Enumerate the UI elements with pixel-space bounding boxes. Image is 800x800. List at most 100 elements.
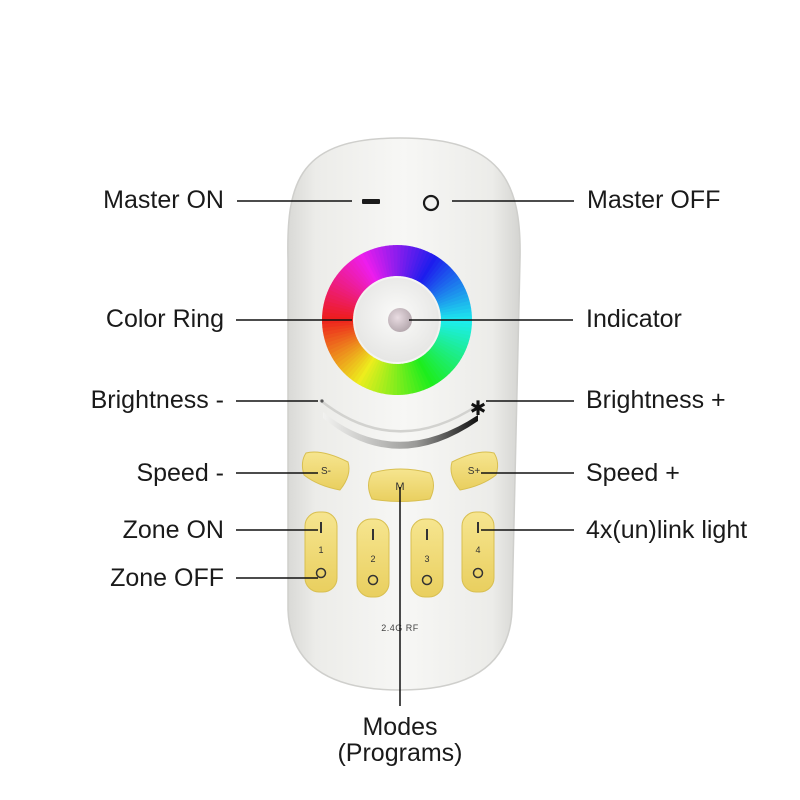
color-ring-segment[interactable] [408, 361, 421, 393]
color-ring-segment[interactable] [322, 315, 354, 320]
color-ring-segment[interactable] [355, 356, 375, 385]
color-ring-segment[interactable] [397, 245, 402, 277]
zone-button-1[interactable]: 1 [304, 511, 338, 593]
color-ring-segment[interactable] [406, 246, 417, 278]
color-ring-segment[interactable] [328, 337, 358, 355]
color-ring-segment[interactable] [362, 251, 380, 281]
color-ring-segment[interactable] [420, 355, 442, 384]
color-ring-segment[interactable] [420, 257, 442, 285]
color-ring-segment[interactable] [437, 333, 469, 348]
color-ring-segment[interactable] [322, 324, 354, 332]
color-ring-segment[interactable] [331, 341, 361, 361]
color-ring-segment[interactable] [399, 245, 406, 277]
color-ring-segment[interactable] [333, 343, 362, 365]
zone-button-3[interactable]: 3 [410, 518, 444, 598]
color-ring-segment[interactable] [424, 352, 448, 379]
color-ring-segment[interactable] [324, 296, 356, 309]
color-ring-segment[interactable] [424, 261, 448, 288]
color-ring-segment[interactable] [437, 335, 468, 352]
color-ring-segment[interactable] [362, 359, 380, 389]
color-ring-segment[interactable] [440, 324, 472, 333]
color-ring-segment[interactable] [432, 343, 460, 365]
color-ring-segment[interactable] [416, 358, 435, 388]
color-ring-segment[interactable] [401, 245, 410, 277]
color-ring-segment[interactable] [419, 255, 439, 284]
color-ring-segment[interactable] [433, 342, 462, 362]
color-ring-segment[interactable] [422, 259, 445, 287]
color-ring-segment[interactable] [358, 357, 378, 387]
color-ring-segment[interactable] [326, 288, 357, 305]
color-ring-segment[interactable] [439, 326, 472, 337]
color-ring-segment[interactable] [380, 362, 391, 395]
color-ring-segment[interactable] [403, 363, 413, 395]
color-ring-segment[interactable] [429, 347, 456, 371]
color-ring-segment[interactable] [346, 352, 370, 379]
color-ring-segment[interactable] [412, 360, 428, 391]
color-ring-segment[interactable] [405, 362, 417, 394]
color-ring-segment[interactable] [440, 322, 472, 329]
color-ring-segment[interactable] [322, 326, 354, 336]
color-ring-segment[interactable] [384, 363, 393, 395]
color-ring-segment[interactable] [343, 350, 368, 376]
color-ring-segment[interactable] [388, 363, 395, 395]
color-ring-segment[interactable] [365, 360, 382, 391]
color-ring-segment[interactable] [341, 266, 367, 291]
color-ring-segment[interactable] [336, 272, 364, 295]
color-ring-segment[interactable] [338, 347, 365, 371]
color-ring-segment[interactable] [385, 245, 393, 277]
color-ring-segment[interactable] [431, 272, 459, 295]
color-ring-segment[interactable] [329, 339, 359, 358]
brightness-minus-dot[interactable] [320, 399, 324, 403]
color-ring-segment[interactable] [410, 248, 425, 280]
zone-button-4[interactable]: 4 [461, 511, 495, 593]
color-ring-segment[interactable] [349, 258, 372, 286]
color-ring-segment[interactable] [325, 333, 356, 347]
color-ring-segment[interactable] [412, 249, 429, 280]
color-ring-segment[interactable] [393, 245, 398, 277]
color-ring-segment[interactable] [324, 331, 356, 344]
color-ring-segment[interactable] [437, 289, 468, 305]
color-ring-segment[interactable] [332, 278, 361, 298]
color-ring-segment[interactable] [377, 362, 388, 394]
color-ring-segment[interactable] [428, 266, 454, 291]
color-ring-segment[interactable] [426, 264, 451, 290]
color-ring-segment[interactable] [356, 254, 376, 284]
master-off-button[interactable] [422, 194, 440, 212]
color-ring-segment[interactable] [438, 331, 470, 344]
color-ring-segment[interactable] [414, 359, 432, 389]
color-ring-segment[interactable] [338, 269, 365, 293]
color-ring-segment[interactable] [381, 245, 391, 277]
color-ring-segment[interactable] [330, 281, 360, 301]
color-ring-segment[interactable] [436, 285, 466, 303]
color-ring-segment[interactable] [401, 363, 409, 395]
zone-button-2[interactable]: 2 [356, 518, 390, 598]
color-ring-segment[interactable] [440, 304, 472, 314]
brightness-plus-icon[interactable]: ✱ [470, 396, 487, 420]
color-ring-segment[interactable] [334, 275, 362, 297]
color-ring-segment[interactable] [369, 360, 384, 392]
color-ring-segment[interactable] [438, 296, 470, 309]
color-ring-segment[interactable] [436, 337, 466, 355]
color-ring-segment[interactable] [352, 256, 374, 285]
color-ring-segment[interactable] [325, 292, 357, 307]
color-ring-segment[interactable] [418, 356, 438, 386]
color-ring-segment[interactable] [323, 328, 355, 340]
color-ring-segment[interactable] [340, 349, 366, 374]
color-ring-segment[interactable] [323, 300, 355, 311]
color-ring-segment[interactable] [433, 279, 463, 299]
color-ring-segment[interactable] [373, 247, 386, 279]
color-ring-segment[interactable] [438, 293, 469, 307]
color-ring-segment[interactable] [414, 251, 432, 281]
color-ring-segment[interactable] [349, 353, 372, 381]
color-ring-segment[interactable] [373, 361, 386, 393]
color-ring-segment[interactable] [439, 300, 471, 312]
color-ring-segment[interactable] [322, 311, 354, 318]
color-ring-segment[interactable] [377, 246, 389, 278]
color-ring-segment[interactable] [322, 307, 354, 316]
color-ring-segment[interactable] [326, 335, 357, 351]
brightness-slider-track[interactable] [323, 412, 478, 449]
master-on-button[interactable] [362, 199, 380, 204]
color-ring-segment[interactable] [430, 345, 458, 368]
color-ring-segment[interactable] [370, 248, 384, 279]
color-ring-segment[interactable] [328, 285, 358, 303]
